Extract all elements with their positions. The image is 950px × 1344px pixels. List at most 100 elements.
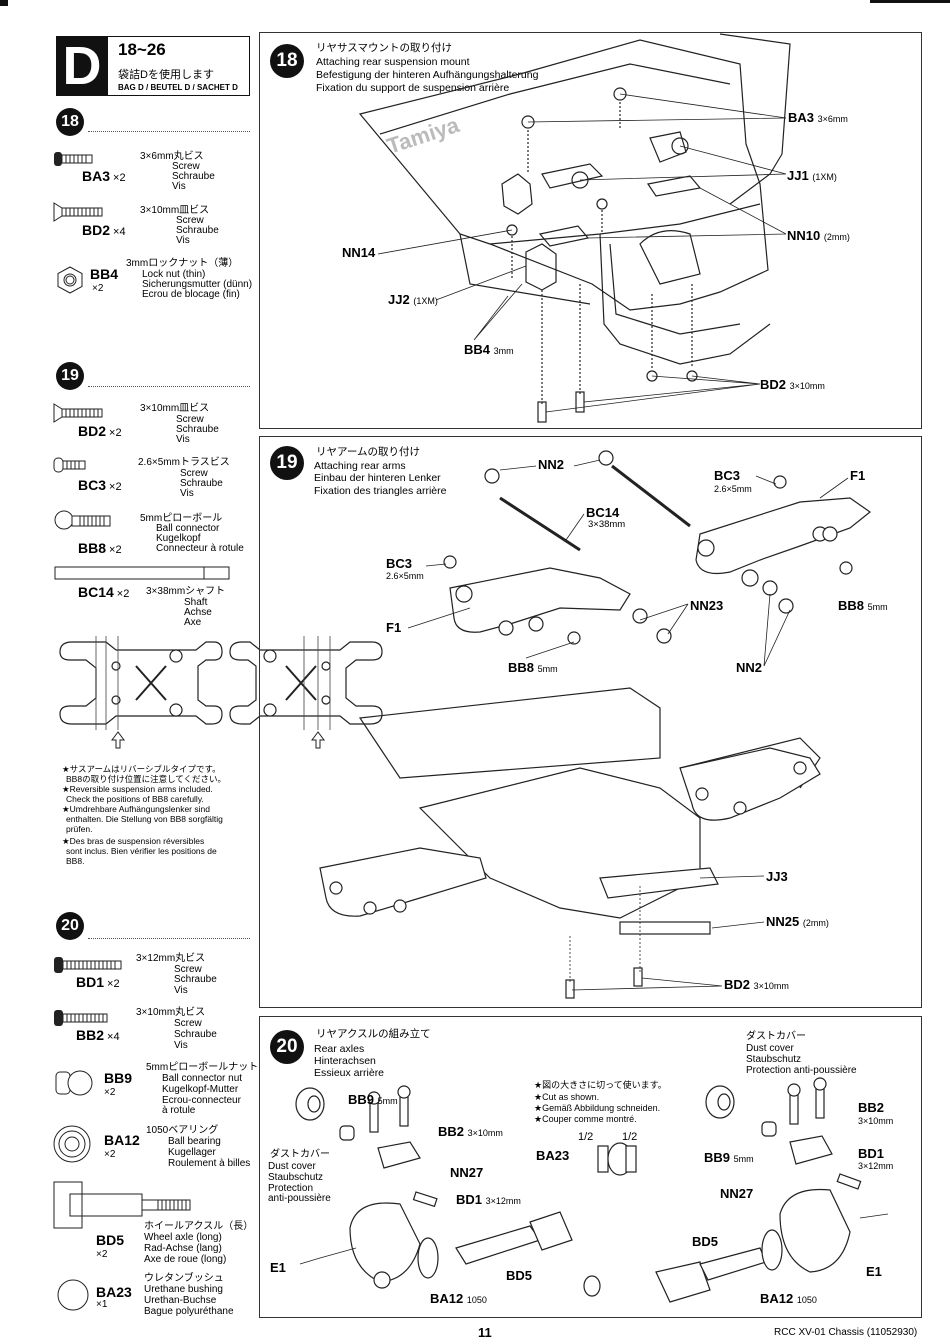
label-bd2: BD2 3×10mm [724,977,789,992]
divider [88,386,250,387]
part-code: BA12 [104,1132,140,1148]
step-number: 19 [270,446,304,480]
part-fr: Axe de roue (long) [144,1254,227,1265]
lock-nut-icon [57,266,83,294]
label-e1b: E1 [866,1264,882,1279]
part-code: BD2×2 [78,423,122,439]
step-range: 18~26 [118,40,166,60]
title-jp: リヤアクスルの組み立て [316,1028,431,1040]
label-half2: 1/2 [622,1131,638,1143]
part-jp: 2.6×5mmトラスビス [138,457,230,468]
screw-icon [54,1010,108,1026]
screw-icon [54,152,93,166]
page-number: 11 [478,1325,492,1340]
note-line: Staubschutz [746,1054,802,1065]
divider [88,938,250,939]
note-line: prüfen. [66,824,93,834]
note-line: BB8の取り付け位置に注意してください。 [66,774,227,784]
label-bb9a: BB9 5mm [348,1092,398,1107]
note-line: Check the positions of BB8 carefully. [66,794,204,804]
part-de: Schraube [180,478,223,489]
panel-frame [259,1016,922,1318]
label-jj3: JJ3 [766,869,788,884]
label-bc3a: BC3 [714,468,741,483]
note-line: ダストカバー [270,1149,330,1160]
corner-mark [0,0,8,6]
part-fr: Ecrou-connecteur [162,1095,241,1106]
note-line: ★図の大きさに切って使います。 [534,1080,667,1090]
part-fr: Vis [174,1040,188,1051]
rear-arm-diagram [319,450,872,999]
suspension-arm-diagram [59,636,383,749]
label-jj1: JJ1 (1XM) [787,168,837,183]
part-code: BA3×2 [82,168,126,184]
part-en: Screw [176,414,204,425]
part-jp: 3×12mm丸ビス [136,953,206,964]
part-fr: Vis [174,985,188,996]
label-nn27a: NN27 [450,1165,484,1180]
part-de: Kugellager [168,1147,216,1158]
note-line: BB8. [66,856,85,866]
step-number: 18 [56,108,84,136]
label-nn27b: NN27 [720,1186,754,1201]
part-qty: ×2 [104,1087,116,1098]
part-fr: Ecrou de blocage (fin) [142,289,240,300]
note-line: Protection [268,1183,314,1194]
suspension-mount-diagram: Tamiya [358,33,791,423]
label-bb2a: BB2 3×10mm [438,1124,503,1139]
header-box [108,36,250,96]
label-bd1a: BD1 3×12mm [456,1192,521,1207]
note-line: ★Reversible suspension arms included. [62,784,213,794]
note-line: anti-poussière [268,1193,331,1204]
part-fr: Vis [176,434,190,445]
title-de: Einbau der hinteren Lenker [314,472,441,484]
doc-id: RCC XV-01 Chassis (11052930) [774,1327,918,1338]
part-code: BA23 [96,1284,132,1300]
leader-lines [407,459,849,991]
part-en: Wheel axle (long) [144,1232,222,1243]
note-line: Staubschutz [268,1172,324,1183]
part-en: Screw [176,215,204,226]
label-bd5a: BD5 [506,1268,533,1283]
part-en: Lock nut (thin) [142,269,206,280]
label-nn25: NN25 (2mm) [766,914,829,929]
step-range-text: 18~26 [118,40,166,59]
panel-frame [259,32,922,429]
divider [88,131,250,132]
part-jp: ウレタンブッシュ [144,1273,224,1284]
part-de: Urethan-Buchse [144,1295,217,1306]
title-fr: Fixation du support de suspension arrièr… [316,82,510,94]
screw-icon [54,957,122,973]
ball-connector-icon [54,510,111,530]
label-bb4: BB4 3mm [464,342,514,357]
urethane-bushing-icon [57,1279,89,1311]
step-number: 20 [56,912,84,940]
part-qty: ×2 [104,1149,116,1160]
part-code: BD1×2 [76,974,120,990]
label-jj2: JJ2 (1XM) [388,292,438,307]
note-line: ダストカバー [746,1031,806,1042]
label-bc3a-size: 2.6×5mm [714,484,752,494]
part-de: Kugelkopf [156,533,201,544]
label-bd1b: BD1 [858,1146,885,1161]
wheel-axle-icon [53,1181,191,1229]
note-line: ★Gemäß Abbildung schneiden. [534,1103,661,1113]
label-half1: 1/2 [578,1131,594,1143]
part-jp: 3×10mm皿ビス [140,205,210,216]
part-code: BD5 [96,1232,125,1248]
part-code: BC14×2 [78,584,130,600]
label-bd2: BD2 3×10mm [760,377,825,392]
note-line: Dust cover [746,1043,794,1054]
part-en: Screw [174,1018,202,1029]
part-de: Schraube [176,424,219,435]
part-de: Achse [184,607,212,618]
part-fr: Vis [180,488,194,499]
part-fr: Connecteur à rotule [156,543,244,554]
label-bc14-size: 3×38mm [588,519,626,530]
label-bb8b: BB8 5mm [508,660,558,675]
part-code: BB2×4 [76,1027,120,1043]
note-line: Dust cover [268,1161,316,1172]
part-en: Shaft [184,597,208,608]
label-nn2b: NN2 [736,660,763,675]
panel-frame [259,436,922,1008]
